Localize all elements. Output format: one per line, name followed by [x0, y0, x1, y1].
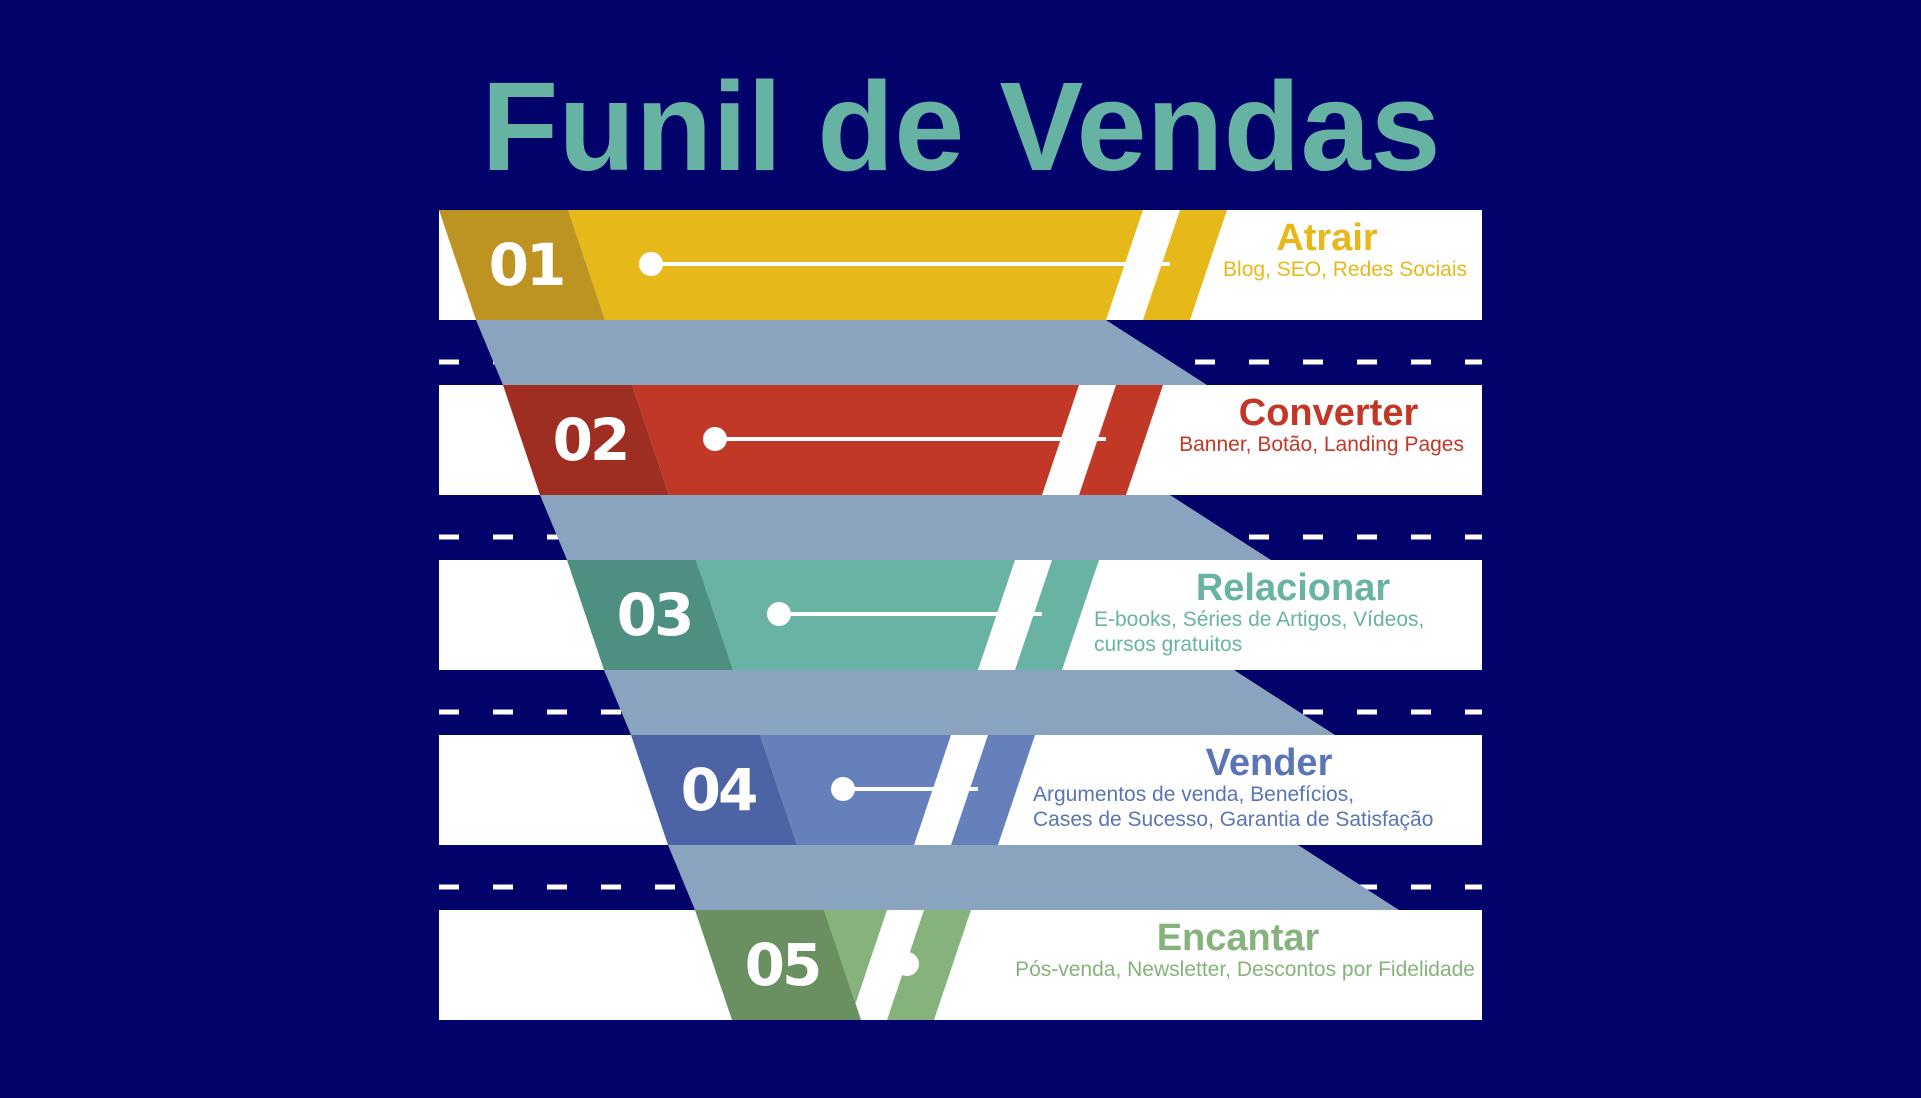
stage-title: Relacionar [1196, 567, 1391, 609]
stage-side-strip [951, 735, 1035, 845]
funnel-connector [668, 845, 1399, 910]
stage-number-segment [695, 910, 861, 1020]
stage-title: Vender [1206, 742, 1333, 784]
connector-dot [831, 777, 855, 801]
stage-side-strip [1015, 560, 1099, 670]
stage-description: cursos gratuitos [1094, 633, 1242, 656]
stage-title: Converter [1239, 392, 1419, 434]
stage-side-strip [887, 910, 971, 1020]
funnel-connector [476, 320, 1207, 385]
stage-description: Blog, SEO, Redes Sociais [1223, 258, 1467, 281]
stage-number-segment [503, 385, 669, 495]
funnel-connector [540, 495, 1271, 560]
stage-description: E-books, Séries de Artigos, Vídeos, [1094, 608, 1424, 631]
stage-number: 04 [681, 756, 756, 824]
stage-number-segment [567, 560, 733, 670]
stage-description: Cases de Sucesso, Garantia de Satisfação [1033, 808, 1433, 831]
connector-dot [895, 952, 919, 976]
page-title: Funil de Vendas [481, 56, 1440, 197]
stage-side-strip [1079, 385, 1163, 495]
funnel-connector [604, 670, 1335, 735]
funnel-stage-5: 05 [695, 910, 971, 1020]
stage-number: 01 [489, 231, 564, 299]
funnel-stage-1: 01 [439, 210, 1227, 320]
stage-description: Argumentos de venda, Benefícios, [1033, 783, 1354, 806]
stage-number-segment [631, 735, 797, 845]
connector-dot [703, 427, 727, 451]
stage-description: Banner, Botão, Landing Pages [1179, 433, 1464, 456]
stage-number-segment [439, 210, 605, 320]
stage-segment [824, 910, 887, 1020]
stage-side-strip [1143, 210, 1227, 320]
stage-title: Atrair [1276, 217, 1378, 259]
stage-title: Encantar [1157, 917, 1320, 959]
funnel-stage-3: 03 [567, 560, 1099, 670]
stage-description: Pós-venda, Newsletter, Descontos por Fid… [1015, 958, 1475, 981]
funnel-stage-4: 04 [631, 735, 1035, 845]
stage-number: 05 [745, 931, 820, 999]
funnel-stage-2: 02 [503, 385, 1163, 495]
stage-number: 03 [617, 581, 692, 649]
connector-dot [767, 602, 791, 626]
connector-dot [639, 252, 663, 276]
stage-number: 02 [553, 406, 628, 474]
